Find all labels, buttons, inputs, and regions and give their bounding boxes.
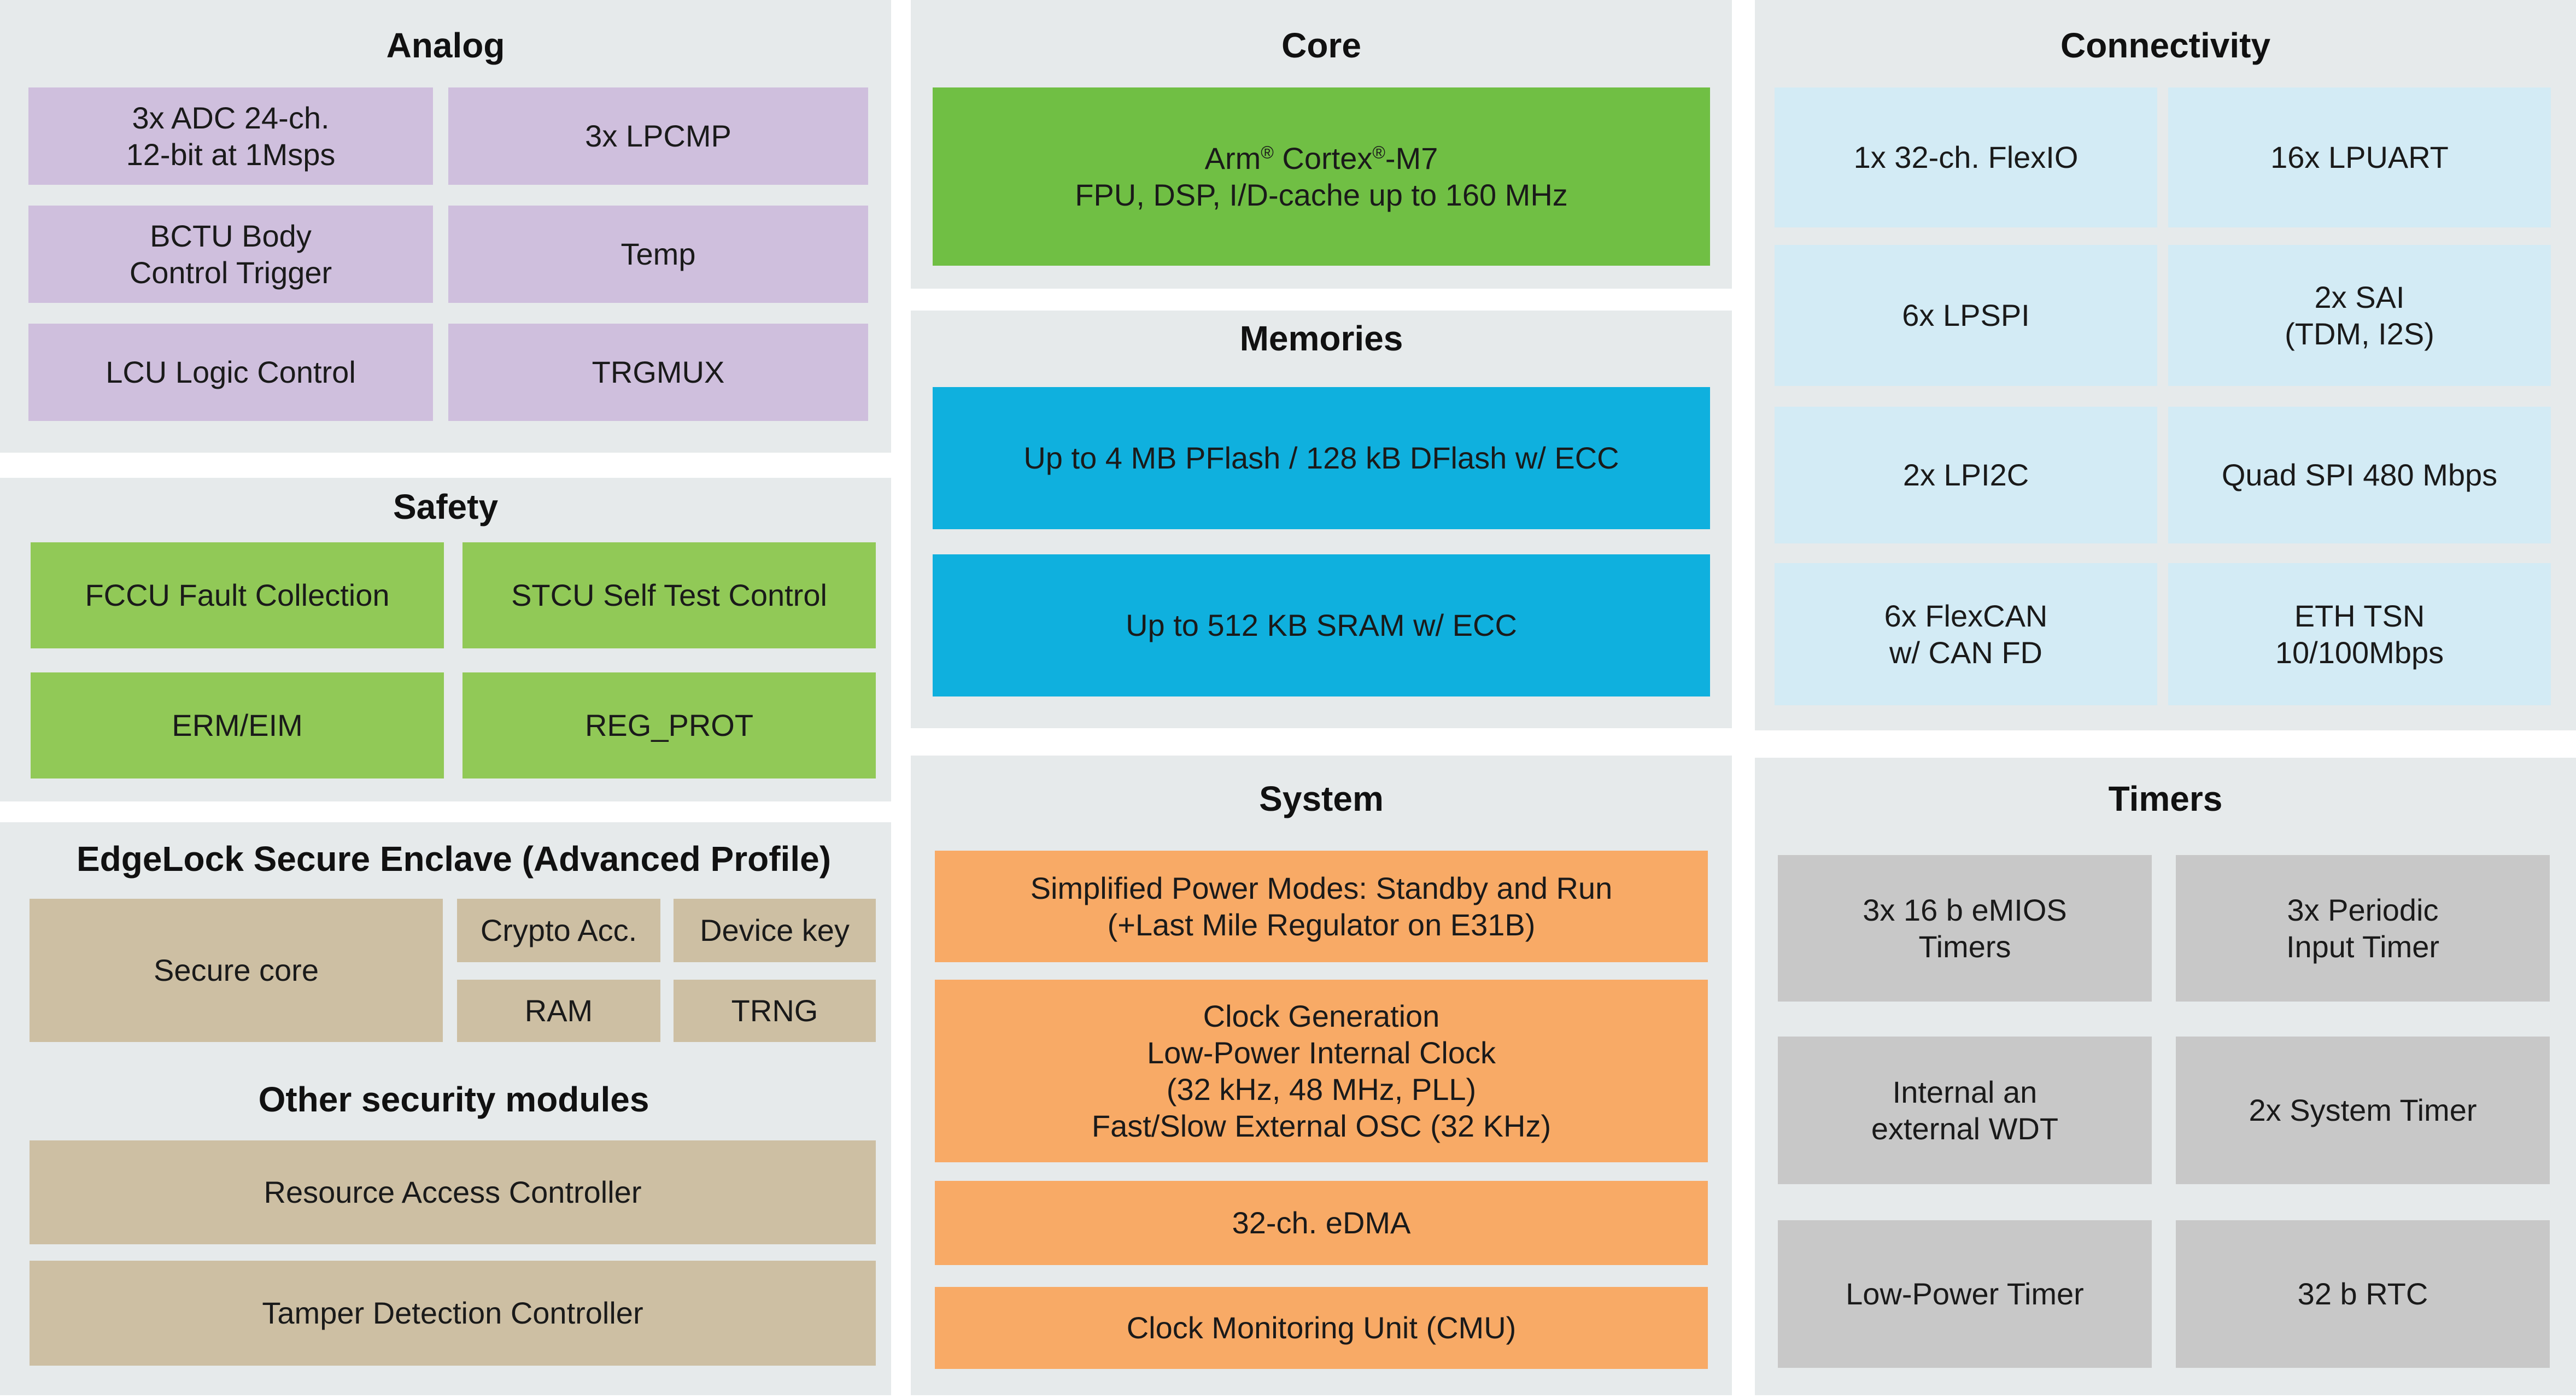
- timers-title: Timers: [2108, 779, 2223, 818]
- trgmux-block: TRGMUX: [448, 324, 868, 421]
- lpcmp-block: 3x LPCMP: [448, 87, 868, 185]
- security-panel: EdgeLock Secure Enclave (Advanced Profil…: [0, 822, 891, 1395]
- sai-block: 2x SAI (TDM, I2S): [2168, 245, 2551, 386]
- resource-access-block: Resource Access Controller: [30, 1140, 876, 1244]
- memories-panel: Memories Up to 4 MB PFlash / 128 kB DFla…: [911, 311, 1732, 728]
- adc-block: 3x ADC 24-ch. 12-bit at 1Msps: [28, 87, 433, 185]
- eth-tsn-block: ETH TSN 10/100Mbps: [2168, 563, 2551, 705]
- low-power-timer-block: Low-Power Timer: [1778, 1220, 2152, 1368]
- connectivity-panel: Connectivity 1x 32-ch. FlexIO 16x LPUART…: [1755, 0, 2576, 730]
- quad-spi-block: Quad SPI 480 Mbps: [2168, 407, 2551, 543]
- wdt-block: Internal an external WDT: [1778, 1037, 2152, 1184]
- timers-panel: Timers 3x 16 b eMIOS Timers 3x Periodic …: [1755, 758, 2576, 1395]
- analog-title: Analog: [386, 26, 505, 65]
- emios-block: 3x 16 b eMIOS Timers: [1778, 855, 2152, 1002]
- system-timer-block: 2x System Timer: [2176, 1037, 2550, 1184]
- bctu-block: BCTU Body Control Trigger: [28, 206, 433, 303]
- tamper-detection-block: Tamper Detection Controller: [30, 1261, 876, 1366]
- temp-block: Temp: [448, 206, 868, 303]
- flexcan-block: 6x FlexCAN w/ CAN FD: [1775, 563, 2157, 705]
- other-security-title: Other security modules: [258, 1080, 649, 1119]
- lpi2c-block: 2x LPI2C: [1775, 407, 2157, 543]
- power-modes-block: Simplified Power Modes: Standby and Run …: [935, 851, 1708, 962]
- connectivity-title: Connectivity: [2060, 26, 2271, 65]
- lcu-block: LCU Logic Control: [28, 324, 433, 421]
- lpuart-block: 16x LPUART: [2168, 87, 2551, 227]
- memories-title: Memories: [1239, 319, 1403, 358]
- lpspi-block: 6x LPSPI: [1775, 245, 2157, 386]
- safety-title: Safety: [393, 487, 499, 526]
- cortex-m7-block: Arm® Cortex®-M7 FPU, DSP, I/D-cache up t…: [933, 87, 1710, 266]
- ram-block: RAM: [457, 980, 660, 1042]
- safety-panel: Safety FCCU Fault Collection STCU Self T…: [0, 478, 891, 801]
- flexio-block: 1x 32-ch. FlexIO: [1775, 87, 2157, 227]
- security-title: EdgeLock Secure Enclave (Advanced Profil…: [76, 839, 832, 879]
- core-title: Core: [1281, 26, 1361, 65]
- system-title: System: [1259, 779, 1384, 818]
- fccu-block: FCCU Fault Collection: [31, 542, 444, 648]
- erm-eim-block: ERM/EIM: [31, 672, 444, 778]
- clock-generation-block: Clock Generation Low-Power Internal Cloc…: [935, 980, 1708, 1162]
- periodic-input-timer-block: 3x Periodic Input Timer: [2176, 855, 2550, 1002]
- cortex-m7-features: FPU, DSP, I/D-cache up to 160 MHz: [1075, 178, 1568, 212]
- device-key-block: Device key: [674, 899, 876, 962]
- stcu-block: STCU Self Test Control: [462, 542, 876, 648]
- secure-core-block: Secure core: [30, 899, 443, 1042]
- edma-block: 32-ch. eDMA: [935, 1181, 1708, 1265]
- system-panel: System Simplified Power Modes: Standby a…: [911, 756, 1732, 1395]
- trng-block: TRNG: [674, 980, 876, 1042]
- analog-panel: Analog 3x ADC 24-ch. 12-bit at 1Msps 3x …: [0, 0, 891, 453]
- rtc-block: 32 b RTC: [2176, 1220, 2550, 1368]
- cmu-block: Clock Monitoring Unit (CMU): [935, 1287, 1708, 1369]
- flash-block: Up to 4 MB PFlash / 128 kB DFlash w/ ECC: [933, 387, 1710, 529]
- core-panel: Core Arm® Cortex®-M7 FPU, DSP, I/D-cache…: [911, 0, 1732, 289]
- reg-prot-block: REG_PROT: [462, 672, 876, 778]
- cortex-m7-name: Arm® Cortex®-M7: [1204, 141, 1438, 175]
- crypto-acc-block: Crypto Acc.: [457, 899, 660, 962]
- sram-block: Up to 512 KB SRAM w/ ECC: [933, 554, 1710, 696]
